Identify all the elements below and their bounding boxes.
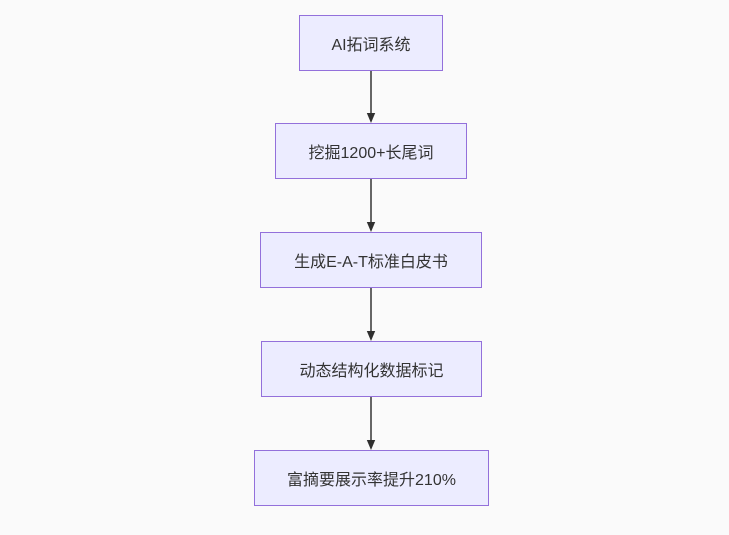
flow-node-rich-snippet-rate: 富摘要展示率提升210% — [254, 450, 489, 506]
arrowhead-icon — [366, 440, 376, 450]
flow-node-structured-data-markup: 动态结构化数据标记 — [261, 341, 482, 397]
arrowhead-icon — [366, 222, 376, 232]
flow-arrow-3 — [366, 288, 376, 341]
flow-arrow-4 — [366, 397, 376, 450]
flow-node-eat-whitepaper: 生成E-A-T标准白皮书 — [260, 232, 482, 288]
flow-arrow-2 — [366, 179, 376, 232]
node-label: 动态结构化数据标记 — [299, 363, 444, 380]
flow-node-ai-keyword-system: AI拓词系统 — [299, 15, 443, 71]
node-label: 挖掘1200+长尾词 — [308, 145, 434, 162]
flow-arrow-1 — [366, 71, 376, 123]
node-label: 生成E-A-T标准白皮书 — [294, 254, 448, 271]
node-label: 富摘要展示率提升210% — [287, 472, 456, 489]
node-label: AI拓词系统 — [331, 37, 411, 54]
arrowhead-icon — [366, 113, 376, 123]
flow-node-longtail-mining: 挖掘1200+长尾词 — [275, 123, 467, 179]
arrowhead-icon — [366, 331, 376, 341]
